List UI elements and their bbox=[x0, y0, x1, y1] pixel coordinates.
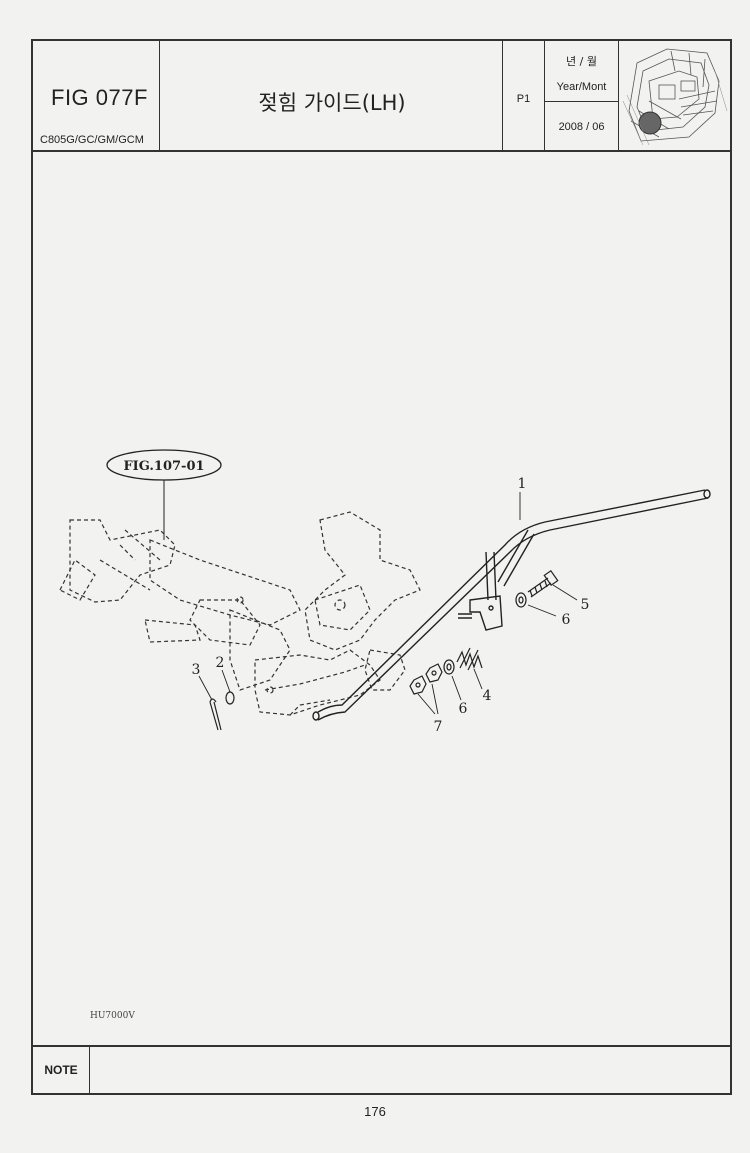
callout-number: 6 bbox=[562, 612, 571, 628]
nut-part-7 bbox=[409, 675, 427, 695]
callout-number: 7 bbox=[434, 719, 443, 735]
page-index: P1 bbox=[516, 93, 531, 105]
page-frame: FIG 077F C805G/GC/GM/GCM 젖힘 가이드(LH) P1 년… bbox=[31, 39, 732, 1095]
guide-rod-part-1 bbox=[312, 489, 711, 721]
divider bbox=[544, 41, 545, 150]
washer-part-6 bbox=[515, 592, 527, 608]
year-month-label-ko: 년 / 월 bbox=[566, 55, 597, 68]
page-title: 젖힘 가이드(LH) bbox=[258, 91, 406, 115]
callout-number: 6 bbox=[459, 701, 468, 717]
divider bbox=[545, 101, 618, 102]
combine-harvester-icon bbox=[622, 48, 728, 146]
divider bbox=[618, 41, 619, 150]
washer-part-2 bbox=[225, 691, 235, 705]
reference-figure-label: FIG.107-01 bbox=[123, 459, 204, 474]
callout-number: 5 bbox=[581, 597, 590, 613]
title-block: FIG 077F C805G/GC/GM/GCM 젖힘 가이드(LH) P1 년… bbox=[33, 41, 730, 152]
cotter-pin-part-3 bbox=[209, 698, 222, 731]
frame-structure-reference bbox=[59, 511, 421, 716]
note-label: NOTE bbox=[33, 1047, 90, 1093]
note-row: NOTE bbox=[33, 1045, 730, 1093]
spring-part-4 bbox=[456, 647, 483, 671]
reference-figure-bubble: FIG.107-01 bbox=[106, 449, 222, 540]
issue-date: 2008 / 06 bbox=[558, 121, 605, 133]
callout-number: 3 bbox=[192, 662, 201, 678]
figure-number: FIG 077F bbox=[51, 85, 148, 110]
bolt-part-5 bbox=[527, 569, 559, 598]
hardware-parts bbox=[209, 569, 559, 731]
divider bbox=[502, 41, 503, 150]
callout-number: 4 bbox=[483, 688, 492, 704]
year-month-label-en: Year/Mont bbox=[556, 81, 607, 93]
nut-part-7 bbox=[425, 663, 443, 683]
divider bbox=[159, 41, 160, 150]
model-list: C805G/GC/GM/GCM bbox=[40, 134, 144, 146]
page-number: 176 bbox=[364, 1104, 386, 1119]
model-code: HU7000V bbox=[90, 1011, 135, 1021]
washer-part-6 bbox=[443, 659, 455, 675]
callout-number: 2 bbox=[216, 655, 225, 671]
callout-number: 1 bbox=[518, 476, 527, 492]
